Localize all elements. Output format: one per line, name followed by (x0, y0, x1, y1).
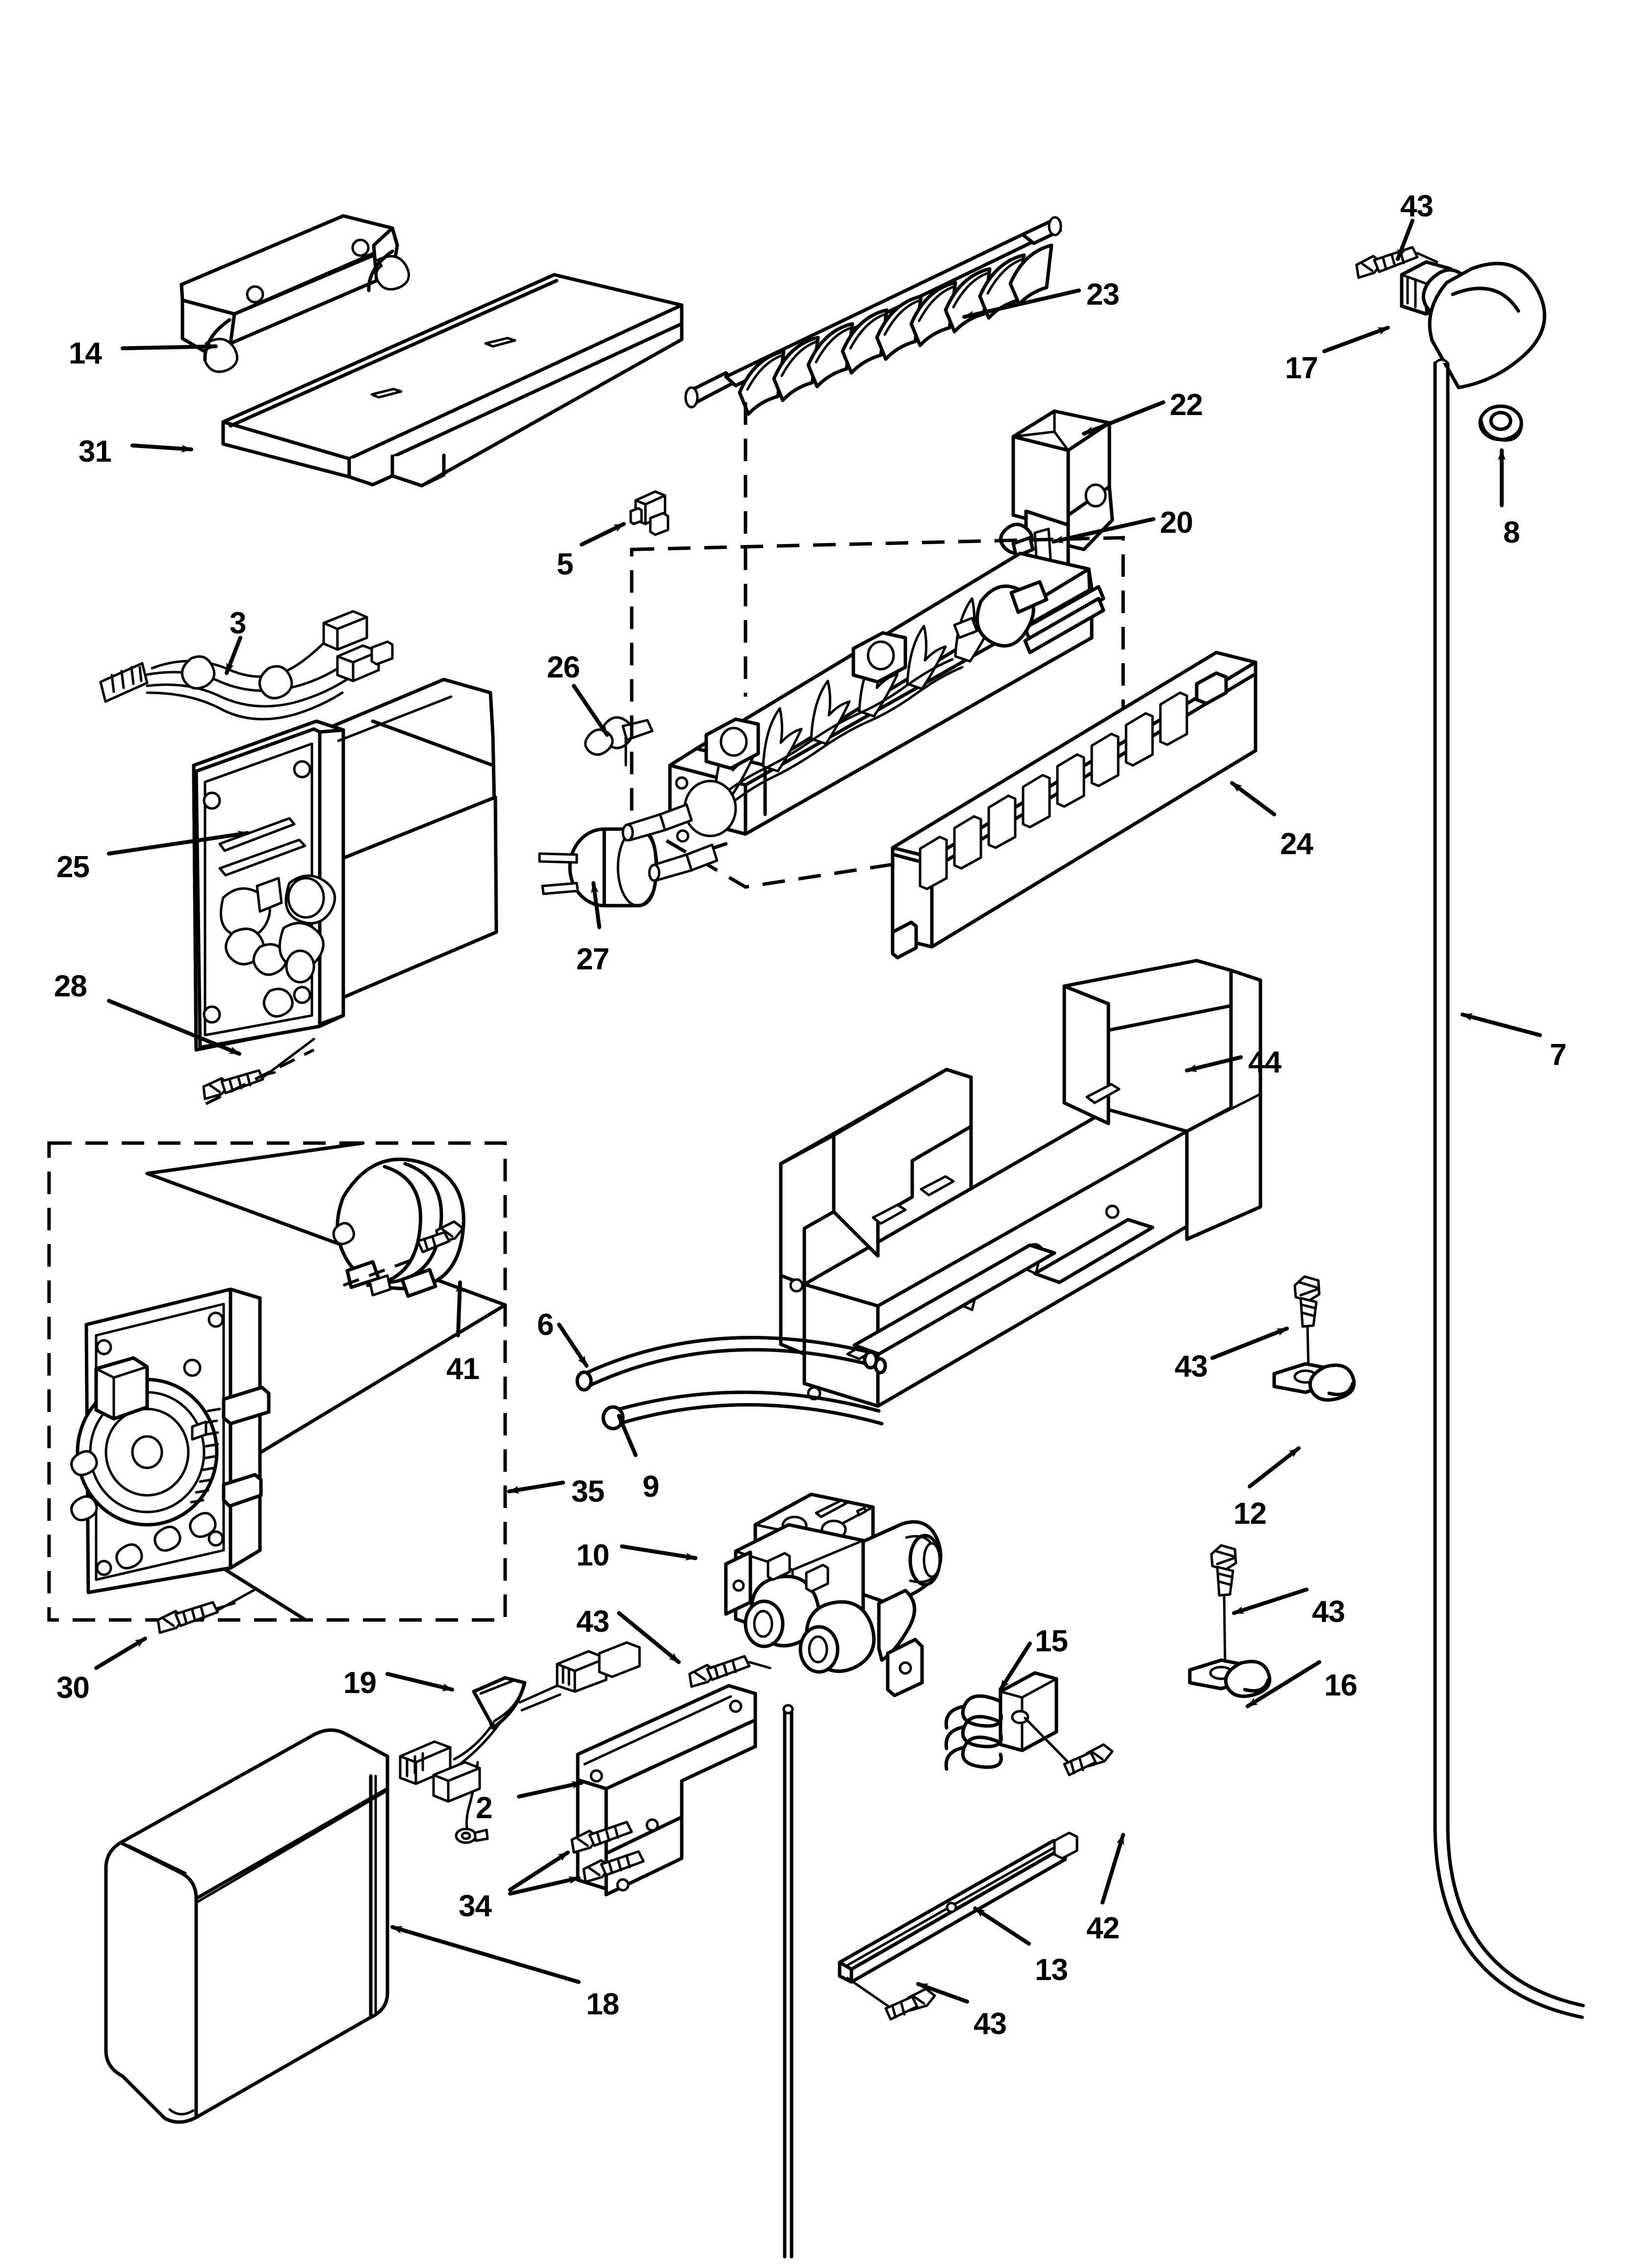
part-30-screw (156, 1588, 257, 1634)
part-16-clamp (1188, 1544, 1272, 1698)
part-19-wire-harness (399, 1641, 641, 1844)
callout-43-clamp-upper: 43 (1175, 1350, 1208, 1383)
part-18-ice-container (104, 1728, 389, 2124)
callout-3: 3 (230, 606, 246, 640)
callout-5: 5 (557, 547, 573, 581)
part-41-gear-motor (332, 1157, 465, 1298)
part-3-wire-harness (99, 610, 394, 721)
part-28-screw (202, 1038, 315, 1105)
part-43-valve-screw (688, 1655, 771, 1688)
part-8-grommet (1478, 404, 1523, 442)
callout-34: 34 (459, 1889, 492, 1923)
part-44-container-support (779, 959, 1262, 1408)
callout-15: 15 (1035, 1624, 1068, 1658)
callout-28: 28 (54, 969, 87, 1003)
callout-43-top: 43 (1400, 189, 1434, 223)
callout-14: 14 (69, 337, 102, 370)
callout-20: 20 (1160, 506, 1193, 540)
part-25-module-housing (192, 678, 498, 1052)
part-10-water-valve (724, 1492, 943, 1697)
callout-43-clamp-lower: 43 (1312, 1595, 1345, 1629)
callout-8: 8 (1503, 516, 1520, 549)
callout-27: 27 (576, 942, 610, 976)
part-15-coil-bracket (944, 1671, 1114, 1776)
callout-23: 23 (1086, 278, 1120, 312)
part-23-ejector-blade (684, 216, 1062, 697)
part-12-clamp (1272, 1275, 1356, 1402)
callout-17: 17 (1285, 351, 1318, 385)
callout-18: 18 (586, 1987, 619, 2021)
callout-26: 26 (547, 651, 580, 684)
part-31-lid (221, 273, 684, 488)
callout-31: 31 (78, 435, 112, 469)
gear-plate-assembly (70, 1287, 271, 1594)
callout-41: 41 (446, 1352, 480, 1386)
callout-22: 22 (1170, 388, 1203, 422)
callout-16: 16 (1324, 1668, 1358, 1702)
callout-25: 25 (56, 850, 90, 884)
leader-lines (94, 219, 1542, 2004)
part-7-water-line (1433, 358, 1585, 2019)
callout-43-rail: 43 (974, 2007, 1007, 2041)
callout-2: 2 (476, 1791, 492, 1825)
callout-19: 19 (343, 1666, 377, 1700)
part-13-mounting-rail (838, 1831, 1078, 2021)
callout-7: 7 (1550, 1038, 1566, 1072)
part-24-ice-stripper (891, 651, 1257, 960)
callout-10: 10 (576, 1538, 610, 1572)
part-20-ice-mold (621, 536, 1125, 889)
callout-6: 6 (537, 1308, 554, 1342)
callout-24: 24 (1280, 827, 1313, 861)
part-17-fill-tube (1428, 261, 1546, 390)
part-22-fill-cup (999, 409, 1114, 575)
callout-9: 9 (642, 1470, 659, 1504)
part-14-bracket (180, 214, 410, 373)
tube-segment (782, 1704, 794, 2259)
callout-42: 42 (1086, 1911, 1120, 1945)
callout-35: 35 (571, 1475, 605, 1509)
callout-43-valve: 43 (576, 1605, 610, 1639)
callout-44: 44 (1248, 1045, 1282, 1079)
part-6-fill-tube-upper (575, 1336, 878, 1392)
part-5-mold-clip (629, 490, 669, 536)
callout-13: 13 (1035, 1953, 1068, 1987)
callout-30: 30 (56, 1671, 90, 1705)
part-34-screws (570, 1821, 645, 1883)
callout-12: 12 (1233, 1497, 1267, 1531)
